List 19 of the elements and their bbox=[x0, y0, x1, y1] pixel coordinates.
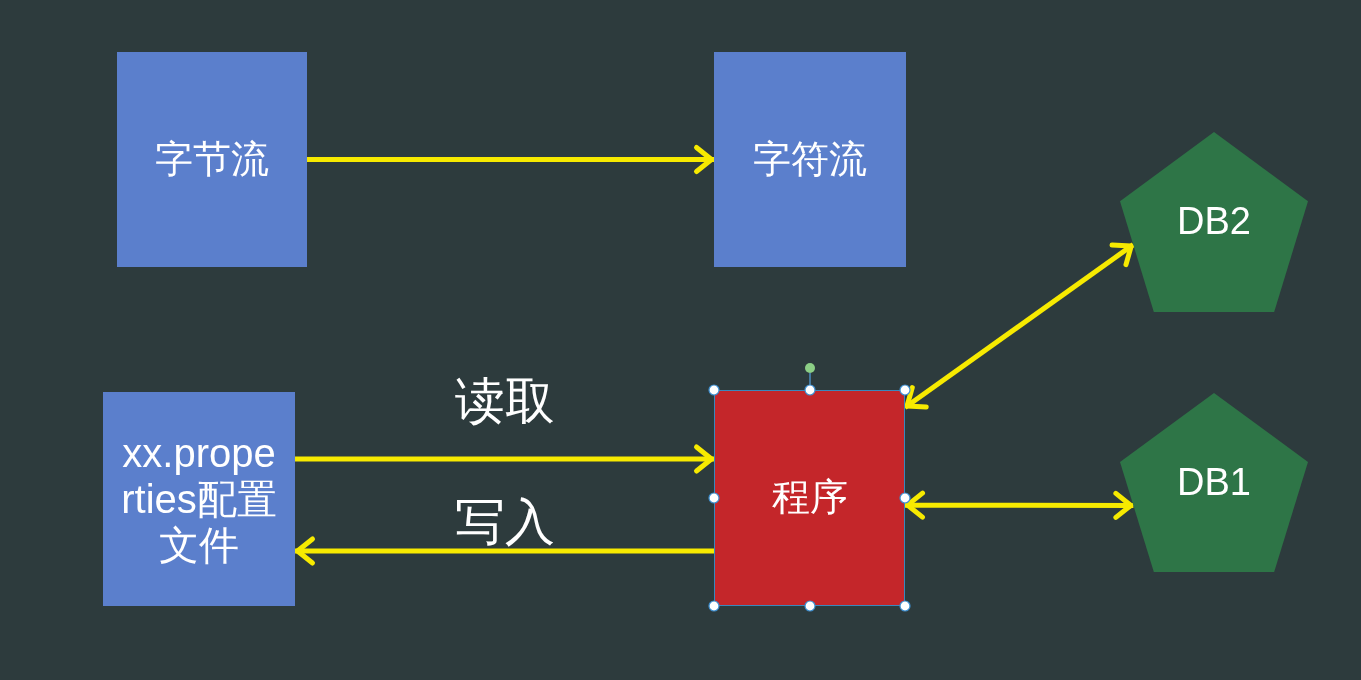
arrow bbox=[295, 444, 714, 474]
process-box bbox=[103, 392, 295, 606]
double-arrow bbox=[903, 242, 1135, 410]
process-box bbox=[714, 52, 906, 267]
double-arrow bbox=[905, 490, 1134, 520]
node-label: xx.properties配置文件 bbox=[120, 430, 278, 568]
edge-label: 读取 bbox=[454, 376, 555, 426]
node-label: 程序 bbox=[771, 476, 848, 520]
database-pentagon bbox=[1120, 393, 1308, 572]
node-label: 字节流 bbox=[155, 137, 269, 182]
arrow bbox=[307, 145, 714, 174]
database-pentagon bbox=[1120, 132, 1308, 312]
node-label: DB1 bbox=[1177, 460, 1251, 505]
edge-label: 写入 bbox=[454, 497, 555, 547]
process-box bbox=[714, 390, 905, 606]
process-box bbox=[117, 52, 307, 267]
node-label: DB2 bbox=[1177, 200, 1251, 244]
node-label: 字符流 bbox=[753, 137, 867, 182]
arrow bbox=[295, 536, 714, 566]
